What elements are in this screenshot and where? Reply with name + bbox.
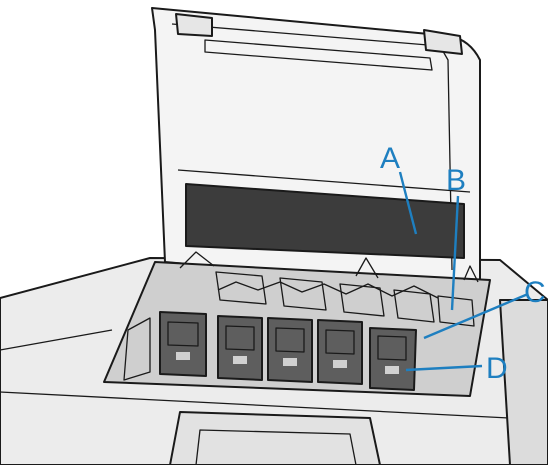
ink-tank-5 [370,328,416,390]
callout-label-b: B [446,164,466,197]
ink-tank-2 [218,316,262,380]
ink-tank-3 [268,318,312,382]
callout-label-d: D [486,352,508,385]
ink-tank-4 [318,320,362,384]
callout-label-a: A [380,142,400,175]
ink-tank-1 [160,312,206,376]
callout-label-c: C [524,276,546,309]
